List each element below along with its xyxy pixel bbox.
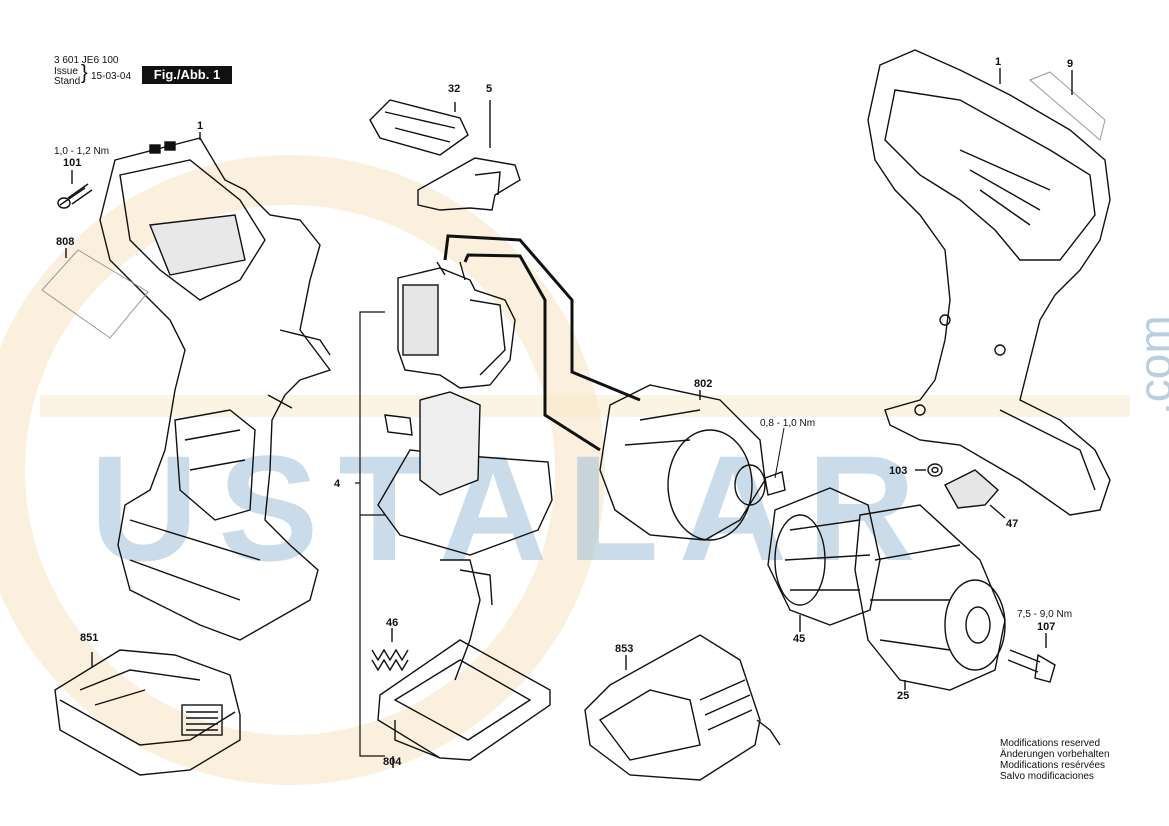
part-number-103: 103: [889, 465, 908, 477]
part-number-851: 851: [80, 632, 99, 644]
watermark-text: USTALAR: [90, 424, 935, 592]
part-number-107: 107: [1037, 621, 1056, 633]
notice-line-de: Änderungen vorbehalten: [1000, 749, 1110, 760]
nut-103: [915, 463, 943, 477]
part-number-1-right: 1: [995, 56, 1002, 68]
housing-right: [867, 49, 1111, 516]
part-number-804: 804: [383, 756, 402, 768]
doc-number: 3 601 JE6 100: [54, 55, 119, 66]
part-number-47: 47: [1006, 518, 1019, 530]
torque-107: 7,5 - 9,0 Nm: [1017, 609, 1073, 620]
switch-4: [397, 261, 516, 389]
part-number-802: 802: [694, 378, 713, 390]
button-47: [944, 469, 1006, 519]
label-808-sticker: [41, 249, 149, 339]
part-number-25: 25: [897, 690, 910, 702]
issue-date: 15-03-04: [91, 71, 132, 82]
torque-802: 0,8 - 1,0 Nm: [760, 418, 816, 429]
part-number-45: 45: [793, 633, 806, 645]
slide-5: [417, 100, 521, 211]
modifications-notice: Modifications reserved Änderungen vorbeh…: [1000, 738, 1110, 782]
chuck-25: [854, 504, 1006, 691]
torque-101: 1,0 - 1,2 Nm: [54, 146, 110, 157]
issue-label: Issue: [54, 66, 78, 77]
screw-101: [57, 183, 93, 209]
screw-107: [1007, 633, 1056, 683]
notice-line-fr: Modifications resérvées: [1000, 760, 1106, 771]
housing-left: [99, 137, 332, 641]
spring-46: [371, 628, 409, 672]
charger-853: [584, 634, 781, 781]
part-number-4: 4: [334, 478, 341, 490]
notice-line-es: Salvo modificaciones: [1000, 771, 1094, 782]
motor-802: [599, 384, 786, 541]
battery-851: [54, 649, 241, 776]
part-number-9: 9: [1067, 58, 1074, 70]
part-number-32: 32: [448, 83, 461, 95]
battery-slide-804: [377, 639, 551, 768]
electronics-board-4: [377, 391, 553, 681]
brace-icon: }: [81, 62, 88, 84]
part-number-1-left: 1: [197, 120, 204, 132]
part-number-46: 46: [386, 617, 399, 629]
notice-line-en: Modifications reserved: [1000, 738, 1101, 749]
part-number-853: 853: [615, 643, 634, 655]
part-number-101: 101: [63, 157, 82, 169]
figure-label: Fig./Abb. 1: [142, 66, 232, 84]
gearbox-45: [767, 487, 881, 632]
part-number-5: 5: [486, 83, 493, 95]
watermark-suffix: .com: [1129, 315, 1169, 415]
motor-wires: [443, 234, 641, 402]
label-9-sticker: [1029, 71, 1106, 141]
group-bracket-4: [355, 311, 385, 757]
watermark-logo: [0, 155, 1130, 785]
switch-cap-32: [369, 99, 469, 156]
stand-label: Stand: [54, 76, 81, 87]
part-number-808: 808: [56, 236, 75, 248]
